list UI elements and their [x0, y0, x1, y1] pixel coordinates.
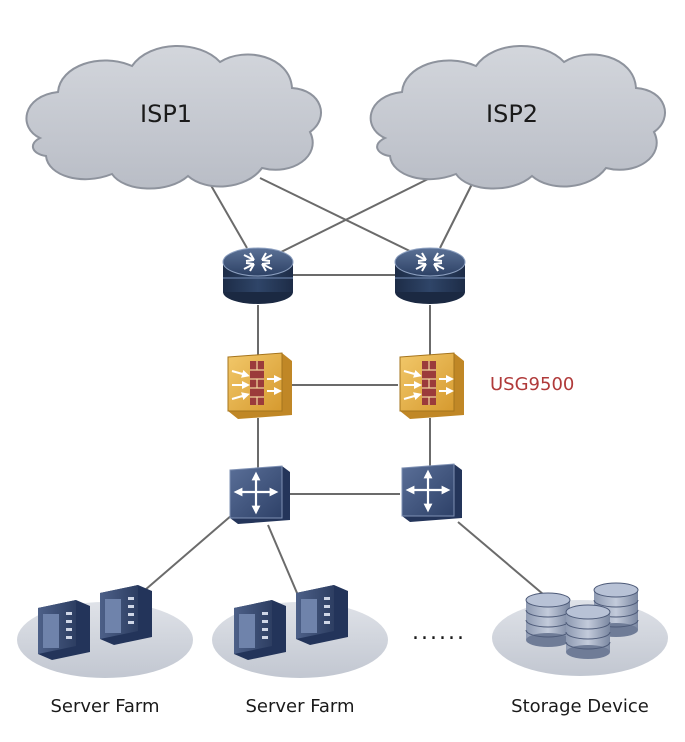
server-farm-2 [212, 585, 388, 678]
switch-1 [229, 465, 290, 524]
links [144, 174, 551, 601]
endpoint-label-storage-device: Storage Device [511, 696, 649, 717]
link-isp1-router1 [204, 174, 248, 249]
link-isp2-router1 [274, 177, 431, 256]
cloud-label-isp1: ISP1 [140, 100, 193, 128]
link-isp1-router2 [259, 177, 419, 256]
cloud-label-isp2: ISP2 [486, 100, 539, 128]
disk-stack-icon [525, 592, 571, 647]
router-2 [394, 247, 466, 304]
firewall-2 [399, 352, 464, 419]
endpoint-label-server-farm-2: Server Farm [245, 696, 355, 717]
brick-wall-icon [422, 361, 436, 405]
router-arrows-icon [243, 252, 273, 272]
server-farm-1 [17, 585, 193, 678]
switch-2 [401, 463, 462, 522]
router-1 [222, 247, 294, 304]
firewall-1 [227, 352, 292, 419]
cloud-isp2 [369, 45, 666, 190]
link-sw1-farm2 [267, 524, 301, 601]
storage-device [492, 582, 668, 676]
firewall-model-label: USG9500 [490, 374, 575, 395]
server-icon [100, 585, 152, 645]
link-sw2-storage [457, 521, 551, 601]
server-icon [234, 600, 286, 660]
endpoint-label-server-farm-1: Server Farm [50, 696, 160, 717]
router-arrows-icon [415, 252, 445, 272]
link-isp2-router2 [439, 177, 476, 249]
link-sw1-farm1 [144, 514, 233, 591]
server-icon [38, 600, 90, 660]
switch-arrows-icon [233, 471, 279, 515]
brick-wall-icon [250, 361, 264, 405]
more-devices-ellipsis: ...... [412, 620, 466, 645]
server-icon [296, 585, 348, 645]
disk-stack-icon [565, 604, 611, 659]
switch-arrows-icon [405, 469, 451, 513]
cloud-isp1 [25, 45, 322, 190]
